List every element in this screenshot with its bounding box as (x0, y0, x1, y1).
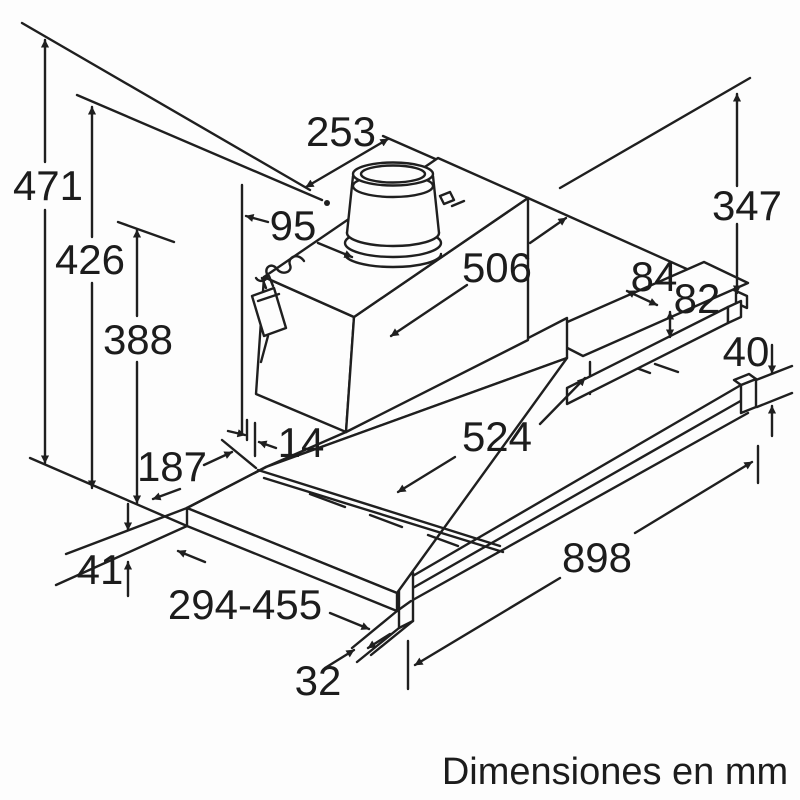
dim-wall-clearance-label: 14 (278, 419, 325, 466)
telescopic-rail (565, 299, 743, 406)
dim-rail-height-label: 40 (723, 328, 770, 375)
dimension-labels: 471 426 388 253 95 506 347 84 82 40 14 5… (13, 108, 782, 704)
dim-bracket-depth-label: 84 (631, 253, 678, 300)
dim-front-depth-label: 187 (137, 443, 207, 490)
dim-duct-rear-offset-label: 253 (306, 108, 376, 155)
grille-strip (256, 468, 505, 554)
dim-body-height-label: 426 (55, 236, 125, 283)
dimension-arrows (40, 38, 777, 670)
power-cord (250, 255, 306, 364)
dim-inner-width-label: 524 (462, 413, 532, 460)
dim-duct-side-offset-label: 95 (270, 202, 317, 249)
dim-end-strip-width-label: 32 (295, 657, 342, 704)
dim-rear-height-label: 347 (712, 182, 782, 229)
units-caption: Dimensiones en mm (442, 751, 788, 793)
dim-total-height-label: 471 (13, 162, 83, 209)
dim-bottom-width-label: 898 (562, 534, 632, 581)
extension-lines (20, 21, 794, 691)
dim-telescopic-range-label: 294-455 (168, 581, 322, 628)
dim-lower-height-label: 388 (103, 316, 173, 363)
dim-top-depth-label: 506 (462, 244, 532, 291)
dim-visor-thickness-label: 41 (77, 546, 124, 593)
dim-bracket-height-label: 82 (674, 275, 721, 322)
pullout-visor (185, 356, 569, 613)
collar-clamp (438, 190, 456, 206)
